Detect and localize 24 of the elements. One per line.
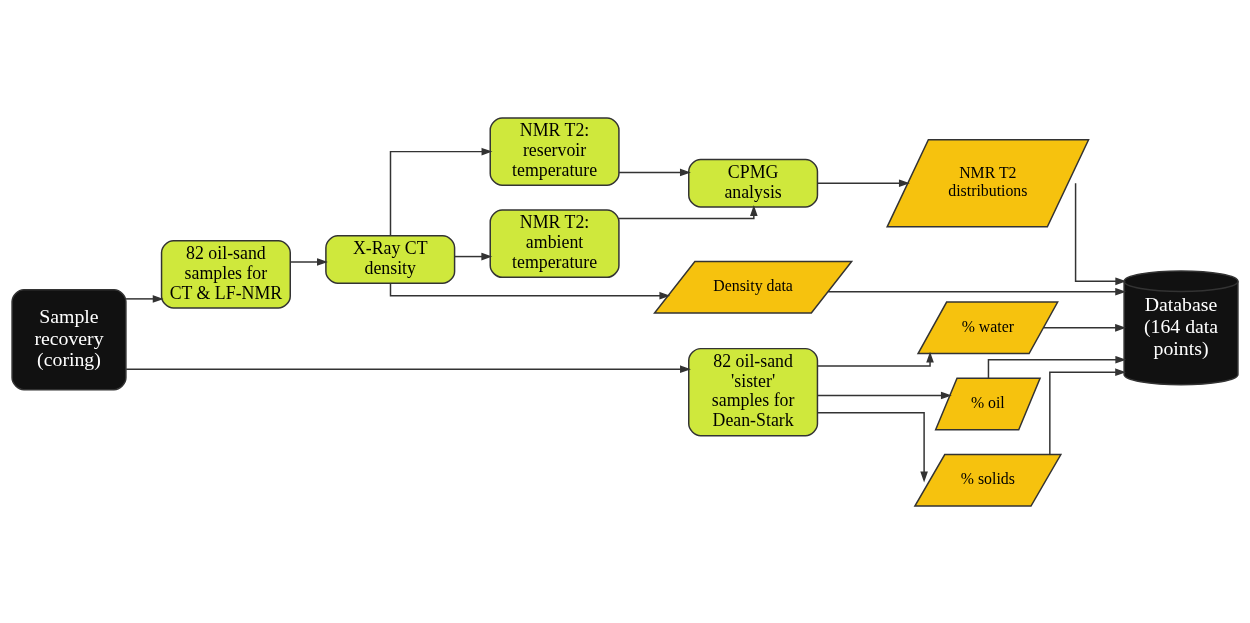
node-box: NMR T2: reservoir temperature bbox=[489, 116, 620, 186]
node-box: 82 oil-sand 'sister' samples for Dean-Stark bbox=[688, 347, 819, 436]
arrow bbox=[817, 411, 928, 482]
arrow bbox=[389, 282, 671, 299]
arrow bbox=[1074, 182, 1127, 285]
arrow bbox=[453, 252, 493, 260]
node-box: NMR T2: ambient temperature bbox=[489, 208, 620, 278]
node-box: CPMG analysis bbox=[688, 158, 819, 208]
arrow bbox=[827, 287, 1127, 296]
node-box: X-Ray CT density bbox=[325, 234, 456, 284]
arrow bbox=[816, 391, 952, 399]
arrow bbox=[618, 204, 758, 219]
arrow bbox=[816, 179, 910, 187]
node-box: Sample recovery (coring) bbox=[11, 288, 127, 390]
arrow bbox=[816, 351, 934, 367]
arrow bbox=[1049, 367, 1127, 455]
arrow bbox=[289, 257, 328, 266]
node-box: 82 oil-sand samples for CT & LF-NMR bbox=[160, 239, 291, 309]
arrow bbox=[618, 168, 691, 176]
arrow bbox=[389, 147, 493, 236]
arrow bbox=[125, 364, 691, 373]
arrow bbox=[987, 355, 1127, 379]
arrow bbox=[1042, 323, 1127, 332]
arrow bbox=[125, 294, 164, 303]
